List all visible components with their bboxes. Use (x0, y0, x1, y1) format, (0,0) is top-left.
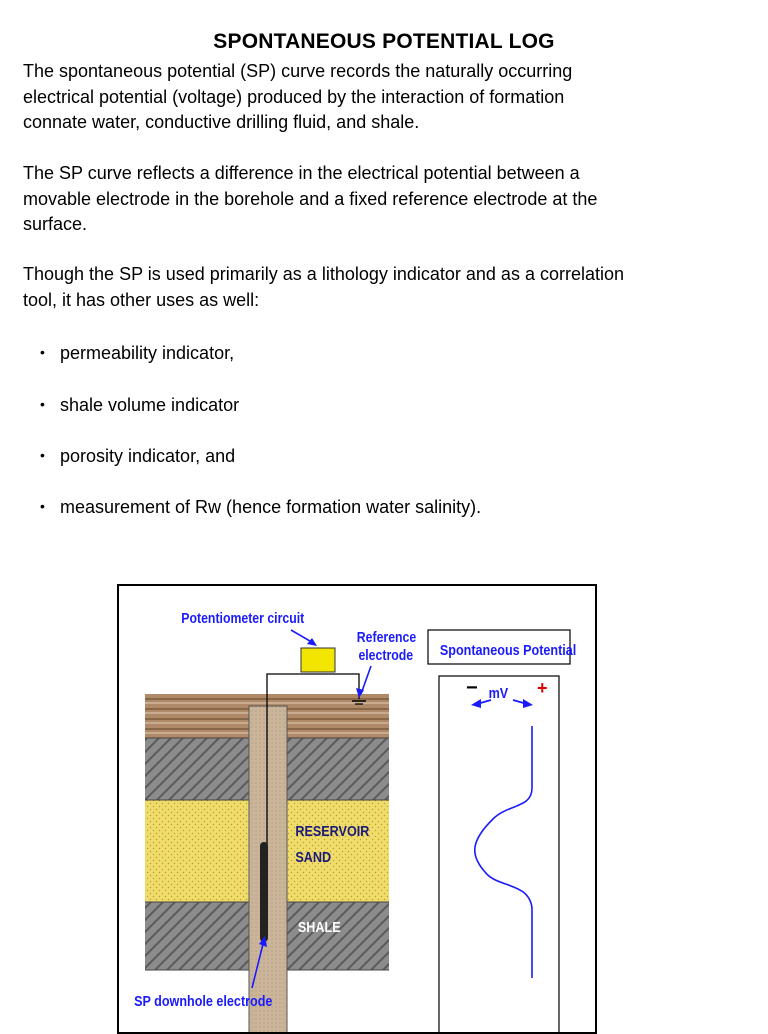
sp-diagram-figure: Potentiometer circuit Reference electrod… (117, 584, 597, 1034)
paragraph-intro: The spontaneous potential (SP) curve rec… (23, 59, 753, 136)
bullet-icon: • (40, 498, 45, 514)
paragraph-line: surface. (23, 214, 88, 234)
sp-curve (473, 726, 533, 978)
sp-diagram: Potentiometer circuit Reference electrod… (134, 610, 576, 1032)
bullet-text: porosity indicator, and (60, 446, 236, 466)
list-item: • porosity indicator, and (40, 444, 235, 467)
downhole-label: SP downhole electrode (134, 992, 273, 1009)
bullet-text: permeability indicator, (60, 343, 235, 363)
sp-title-box (427, 629, 571, 665)
bullet-text: shale volume indicator (60, 395, 240, 415)
paragraph-line: The spontaneous potential (SP) curve rec… (23, 61, 573, 81)
paragraph-line: movable electrode in the borehole and a … (23, 188, 598, 209)
list-item: • permeability indicator, (40, 341, 234, 364)
paragraph-line: connate water, conductive drilling fluid… (23, 112, 420, 132)
bullet-icon: • (40, 396, 45, 412)
plus-sign: + (537, 678, 548, 698)
reference-label-line1: Reference (357, 629, 417, 645)
list-item: • shale volume indicator (40, 393, 239, 416)
paragraph-uses: Though the SP is used primarily as a lit… (23, 262, 753, 313)
potentiometer-box (300, 647, 336, 673)
sp-title: Spontaneous Potential (440, 641, 576, 658)
mv-label: mV (489, 684, 509, 701)
list-item: • measurement of Rw (hence formation wate… (40, 495, 481, 518)
shale-label: SHALE (298, 918, 341, 935)
bullet-icon: • (40, 344, 45, 360)
potentiometer-label: Potentiometer circuit (181, 610, 304, 626)
paragraph-line: The SP curve reflects a difference in th… (23, 163, 580, 183)
reservoir-label-line2: SAND (295, 848, 331, 865)
bullet-text: measurement of Rw (hence formation water… (60, 497, 482, 517)
reference-label-line2: electrode (358, 647, 413, 663)
downhole-electrode (260, 842, 268, 942)
paragraph-line: electrical potential (voltage) produced … (23, 86, 565, 107)
sp-track (438, 675, 560, 1032)
paragraph-electrodes: The SP curve reflects a difference in th… (23, 161, 753, 238)
minus-sign: − (466, 677, 478, 699)
paragraph-line: tool, it has other uses as well: (23, 289, 260, 310)
reservoir-label-line1: RESERVOIR (295, 822, 369, 839)
page-title: SPONTANEOUS POTENTIAL LOG (213, 30, 555, 53)
wire (266, 673, 360, 916)
bullet-icon: • (40, 447, 45, 463)
paragraph-line: Though the SP is used primarily as a lit… (23, 264, 624, 284)
